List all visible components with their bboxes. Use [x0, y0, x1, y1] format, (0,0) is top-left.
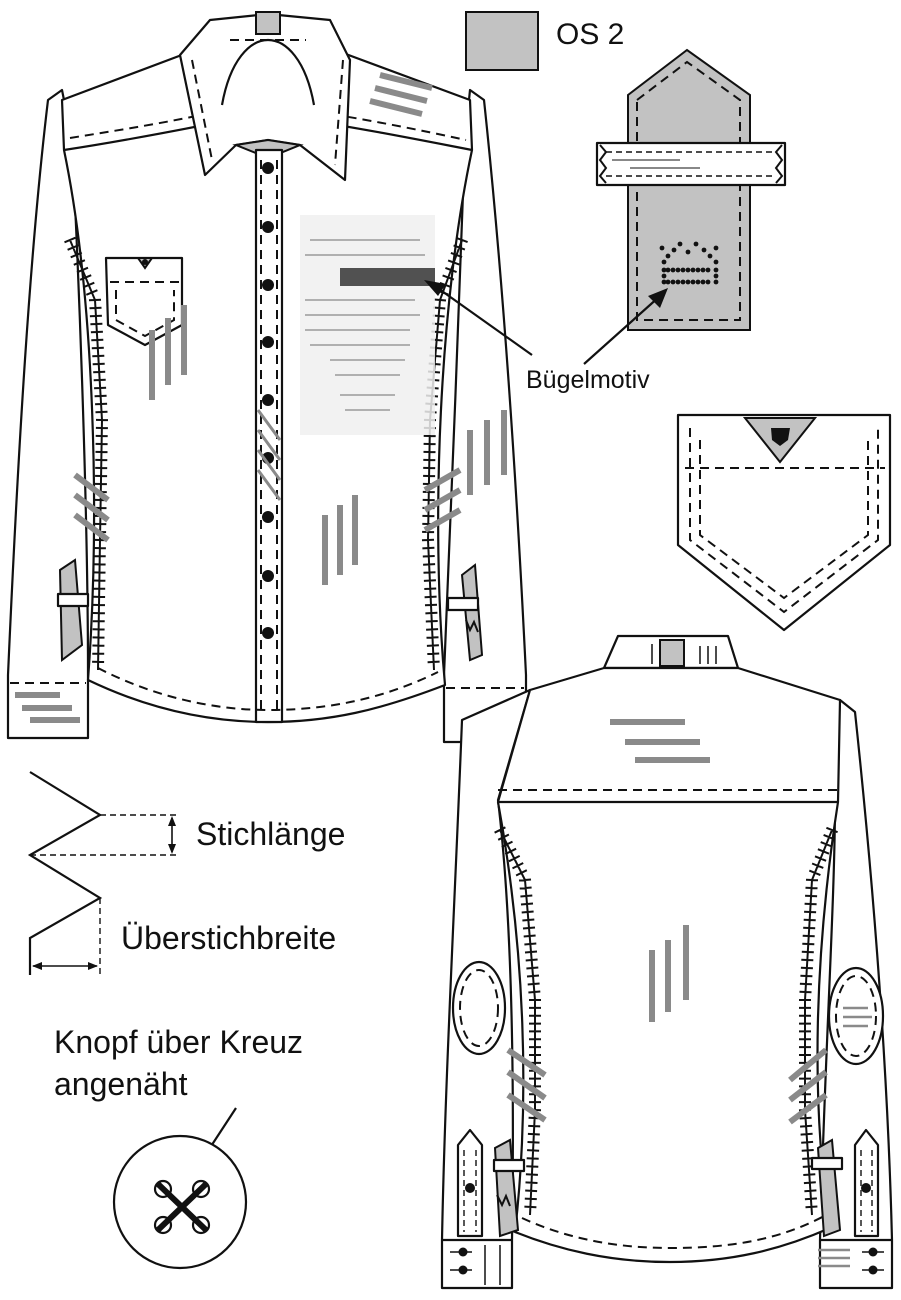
os2-label: OS 2: [556, 18, 625, 51]
button-note-line2: angenäht: [54, 1066, 188, 1102]
button-cross-icon: [112, 1134, 248, 1270]
button-note-line1: Knopf über Kreuz: [54, 1024, 304, 1060]
os2-swatch: [465, 11, 539, 71]
tab-detail: [627, 48, 751, 331]
front-chest-pocket: [104, 256, 184, 347]
print-motif: [300, 215, 435, 435]
stitch-length-label: Stichlänge: [196, 816, 346, 852]
print-motif-label: Bügelmotiv: [526, 366, 650, 394]
crown-icon: [659, 241, 719, 285]
arrow-to-crown: [583, 295, 661, 365]
tab-strap: [595, 141, 787, 187]
overstitch-width-label: Überstichbreite: [121, 920, 337, 956]
front-shirt: [6, 11, 528, 744]
stitch-diagram: [27, 771, 178, 975]
arrow-to-print: [431, 283, 533, 356]
front-buttons: [262, 162, 274, 639]
back-shirt: [440, 634, 894, 1290]
